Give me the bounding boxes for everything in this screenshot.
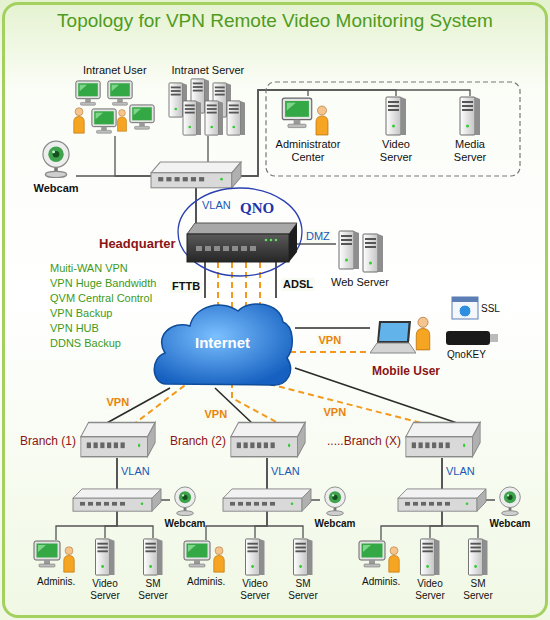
device-node: SM Server: [467, 538, 489, 576]
edge-label: FTTB: [170, 280, 202, 293]
hq-router: [187, 223, 297, 262]
node-label: Intranet Server: [172, 64, 245, 77]
text-label: QVM Central Control: [50, 292, 152, 305]
node-label: Administrator Center: [268, 138, 348, 164]
node-label: Webcam: [165, 518, 206, 530]
diagram-title: Topology for VPN Remote Video Monitoring…: [0, 10, 550, 32]
edge-label: VPN: [105, 396, 132, 409]
device-node: SM Server: [292, 538, 314, 576]
edge-label: VPN: [317, 334, 344, 347]
highlight-ellipse: [178, 188, 302, 276]
edge-label: DMZ: [304, 230, 332, 243]
device-node: Branch (1): [82, 424, 152, 458]
mobile-person-icon: [416, 317, 430, 350]
text-label: VLAN: [121, 465, 150, 478]
device-node: Adminis.: [34, 540, 78, 574]
text-label: VLAN: [202, 199, 231, 212]
network-link: [296, 243, 336, 244]
node-label: Web Server: [331, 276, 389, 289]
usb-key-icon: [446, 331, 498, 345]
network-link: [105, 388, 170, 424]
intranet-switch: [151, 162, 241, 188]
device-node: Webcam: [320, 486, 350, 516]
device-node: .....Branch (X): [407, 424, 477, 458]
node-label: Adminis.: [187, 576, 225, 588]
node-label: Video Server: [371, 138, 421, 164]
device-node: SM Server: [142, 538, 164, 576]
device-node: QNOHeadquarter: [188, 226, 296, 262]
video-server-icon: [386, 97, 406, 135]
text-label: VPN Backup: [50, 307, 112, 320]
device-node: Adminis.: [359, 540, 403, 574]
node-label: Internet: [195, 334, 250, 352]
device-node: Video Server: [382, 96, 410, 136]
device-node: Video Server: [244, 538, 266, 576]
intranet-server-icons: [169, 79, 245, 135]
device-node: Webcam: [495, 486, 525, 516]
webcam-icon: [43, 141, 69, 177]
node-label: SM Server: [131, 578, 175, 602]
network-link: [196, 90, 470, 226]
node-label: Adminis.: [362, 576, 400, 588]
node-label: SM Server: [281, 578, 325, 602]
node-label: SM Server: [456, 578, 500, 602]
device-node: Intranet User: [72, 78, 158, 136]
node-label: Branch (1): [20, 434, 76, 448]
text-label: DDNS Backup: [50, 337, 121, 350]
node-label: Webcam: [34, 182, 79, 195]
web-server-icon: [339, 231, 359, 269]
text-label: VLAN: [271, 465, 300, 478]
intranet-user-icons: [74, 81, 154, 133]
node-label: .....Branch (X): [327, 434, 401, 448]
text-label: SSL: [481, 303, 500, 315]
node-label: QNO: [240, 199, 274, 217]
media-server-icon: [460, 97, 480, 135]
node-label: Mobile User: [372, 364, 440, 378]
ssl-icon: [452, 297, 478, 319]
node-label: Webcam: [490, 518, 531, 530]
laptop-icon: [370, 321, 416, 353]
node-label: Video Server: [233, 578, 277, 602]
text-label: Muiti-WAN VPN: [50, 262, 128, 275]
text-label: VPN HUB: [50, 322, 99, 335]
device-node: Mobile User: [370, 314, 442, 362]
node-label: Video Server: [408, 578, 452, 602]
device-node: Video Server: [94, 538, 116, 576]
device-node: Video Server: [419, 538, 441, 576]
edge-label: VPN: [322, 406, 349, 419]
edge-label: VPN: [203, 408, 230, 421]
device-node: Webcam: [36, 140, 76, 180]
node-label: Intranet User: [83, 64, 147, 77]
text-label: VPN Huge Bandwidth: [50, 277, 156, 290]
device-node: Adminis.: [184, 540, 228, 574]
cloud-node: Internet: [150, 298, 295, 388]
node-label: Branch (2): [170, 434, 226, 448]
network-link: [295, 327, 370, 329]
text-label: QnoKEY: [447, 349, 486, 361]
edge-label: ADSL: [281, 278, 315, 291]
device-node: Administrator Center: [280, 96, 336, 136]
device-node: Intranet Server: [166, 78, 250, 136]
device-node: Webcam: [170, 486, 200, 516]
device-node: Media Server: [456, 96, 484, 136]
admin-person-icon: [316, 106, 328, 135]
dashed-group-outline: [266, 82, 520, 176]
node-label: Webcam: [315, 518, 356, 530]
device-node: Branch (2): [232, 424, 302, 458]
device-node: Web Server: [336, 228, 384, 274]
web-server-icon: [363, 234, 383, 272]
node-sublabel: Headquarter: [99, 236, 176, 252]
text-label: VLAN: [446, 465, 475, 478]
node-label: Adminis.: [37, 576, 75, 588]
node-label: Video Server: [83, 578, 127, 602]
node-label: Media Server: [445, 138, 495, 164]
admin-pc-icon: [282, 98, 311, 127]
